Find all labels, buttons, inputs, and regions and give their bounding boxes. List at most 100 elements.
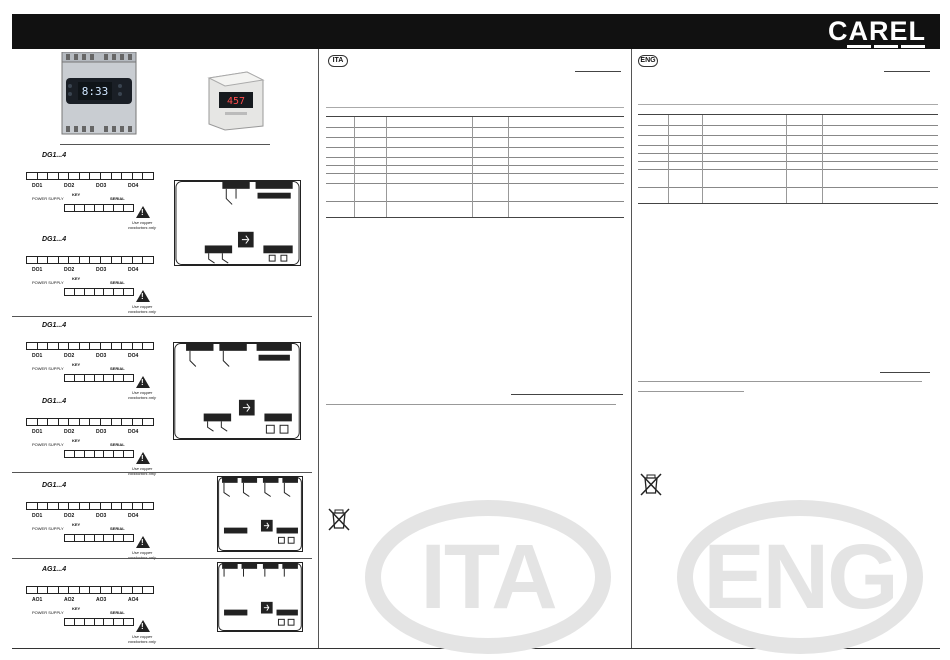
terminal-strip-bottom (64, 204, 134, 212)
eng-mid-rule-2 (638, 381, 922, 382)
terminal-strip-bottom (64, 288, 134, 296)
eng-table-top-rule (638, 104, 938, 105)
output-label: DO2 (64, 513, 75, 519)
output-label: DO2 (64, 353, 75, 359)
eng-parameter-table (638, 114, 938, 204)
photo-rule (60, 144, 270, 145)
section-separator-1 (12, 316, 312, 317)
warning-icon (136, 206, 150, 218)
serial-label: SERIAL (110, 196, 125, 201)
terminal-strip-bottom (64, 374, 134, 382)
warning-text: Use copper conductors only (127, 304, 156, 314)
weee-bin-icon-ita (328, 508, 350, 531)
wiring-title: DG1...4 (42, 482, 67, 489)
wiring-title: DG1...4 (42, 236, 67, 243)
output-label: AO4 (128, 597, 139, 603)
wiring-title: DG1...4 (42, 398, 67, 405)
product-display-text-2: 457 (227, 96, 245, 107)
key-label: KEY (72, 606, 81, 611)
warning-icon (136, 620, 150, 632)
section-separator-2 (12, 472, 312, 473)
serial-label: SERIAL (110, 366, 125, 371)
output-label: DO3 (96, 267, 107, 273)
serial-label: SERIAL (110, 526, 125, 531)
power-supply-label: POWER SUPPLY (32, 366, 64, 371)
connection-diagram-2 (173, 342, 301, 440)
terminal-strip-top (26, 418, 154, 426)
terminal-strip-bottom (64, 450, 134, 458)
serial-label: SERIAL (110, 610, 125, 615)
terminal-strip-top (26, 342, 154, 350)
product-display-text-1: 8:33 (82, 85, 109, 98)
output-label: DO1 (32, 353, 43, 359)
eng-mid-rule-3 (638, 391, 744, 392)
ita-mid-rule-1 (511, 394, 623, 395)
output-label: DO2 (64, 267, 75, 273)
power-supply-label: POWER SUPPLY (32, 280, 64, 285)
output-label: DO1 (32, 267, 43, 273)
output-label: DO4 (128, 183, 139, 189)
eng-language-badge: ENG (638, 55, 658, 67)
serial-label: SERIAL (110, 442, 125, 447)
warning-text: Use copper conductors only (128, 550, 156, 560)
output-label: DO2 (64, 183, 75, 189)
wiring-title: DG1...4 (42, 152, 67, 159)
power-supply-label: POWER SUPPLY (32, 196, 64, 201)
ita-watermark: ITA (365, 500, 611, 654)
output-label: DO1 (32, 183, 43, 189)
output-label: DO2 (64, 429, 75, 435)
ita-parameter-table (326, 116, 624, 218)
output-label: DO4 (128, 353, 139, 359)
key-label: KEY (72, 362, 81, 367)
key-label: KEY (72, 522, 81, 527)
terminal-strip-bottom (64, 618, 134, 626)
eng-header-rule (884, 71, 930, 72)
warning-text: Use copper conductors only (127, 390, 156, 400)
eng-watermark: ENG (677, 500, 923, 654)
column-separator-left (318, 49, 319, 649)
output-label: DO3 (96, 513, 107, 519)
terminal-strip-top (26, 502, 154, 510)
ita-language-badge: ITA (328, 55, 348, 67)
power-supply-label: POWER SUPPLY (32, 610, 64, 615)
power-supply-label: POWER SUPPLY (32, 442, 64, 447)
connection-diagram-4 (217, 562, 303, 632)
output-label: DO4 (128, 513, 139, 519)
warning-icon (136, 376, 150, 388)
eng-mid-rule-1 (880, 372, 930, 373)
terminal-strip-bottom (64, 534, 134, 542)
wiring-title: DG1...4 (42, 322, 67, 329)
output-label: DO1 (32, 513, 43, 519)
ita-header-rule (575, 71, 621, 72)
ita-table-top-rule (326, 107, 624, 108)
warning-text: Use copper conductors only (127, 220, 156, 230)
section-separator-3 (12, 558, 312, 559)
key-label: KEY (72, 438, 81, 443)
output-label: AO1 (32, 597, 43, 603)
output-label: DO4 (128, 429, 139, 435)
product-photo-front: 457 (207, 71, 265, 131)
serial-label: SERIAL (110, 280, 125, 285)
output-label: AO3 (96, 597, 107, 603)
output-label: DO4 (128, 267, 139, 273)
warning-icon (136, 452, 150, 464)
terminal-strip-top (26, 172, 154, 180)
output-label: DO3 (96, 429, 107, 435)
product-photo-din: 8:33 (61, 52, 137, 135)
wiring-title: AG1...4 (42, 566, 67, 573)
output-label: DO3 (96, 183, 107, 189)
key-label: KEY (72, 276, 81, 281)
logo-underline-icon (847, 45, 925, 48)
carel-logo: CAREL (828, 16, 926, 46)
connection-diagram-1 (174, 180, 301, 266)
terminal-strip-top (26, 256, 154, 264)
warning-icon (136, 536, 150, 548)
warning-text: Use copper conductors only (127, 466, 156, 476)
power-supply-label: POWER SUPPLY (32, 526, 64, 531)
warning-icon (136, 290, 150, 302)
